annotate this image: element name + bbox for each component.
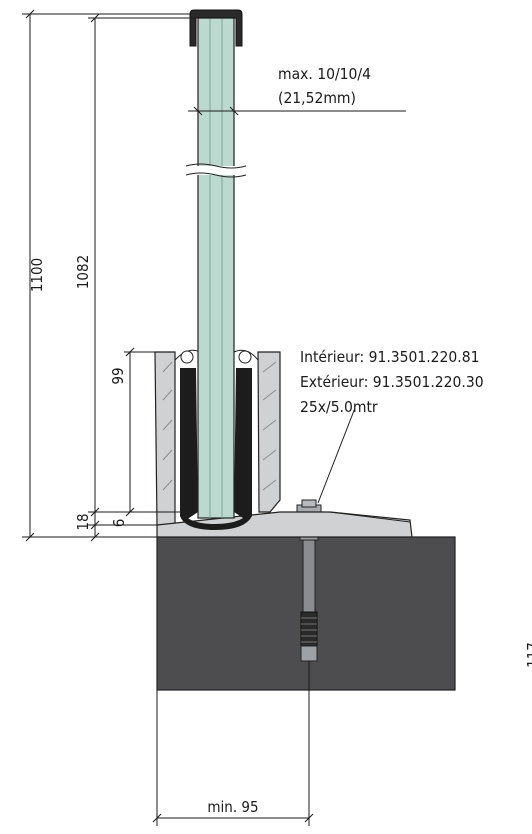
profile-leader-line	[317, 407, 356, 504]
dim-total-height: 1100	[28, 258, 46, 292]
glass-spec-line2: (21,52mm)	[278, 89, 356, 107]
dimension-lines	[25, 9, 406, 823]
profile-spec-exterior: Extérieur: 91.3501.220.30	[300, 373, 484, 391]
dim-glass-height: 1082	[74, 255, 92, 289]
extension-lines	[22, 13, 310, 826]
dim-base-height: 18	[74, 513, 92, 530]
profile-spec-length: 25x/5.0mtr	[300, 398, 378, 416]
dim-min-edge: min. 95	[207, 798, 258, 816]
glass-spec-line1: max. 10/10/4	[278, 65, 371, 83]
profile-spec-interior: Intérieur: 91.3501.220.81	[300, 348, 479, 366]
dim-offset: 6	[110, 519, 128, 528]
dim-profile-height: 99	[109, 367, 127, 384]
aluminium-profile	[154, 349, 413, 538]
dim-cut-off: 117	[524, 642, 532, 668]
rubber-gasket	[180, 368, 252, 530]
glass-top-cap	[189, 9, 243, 47]
